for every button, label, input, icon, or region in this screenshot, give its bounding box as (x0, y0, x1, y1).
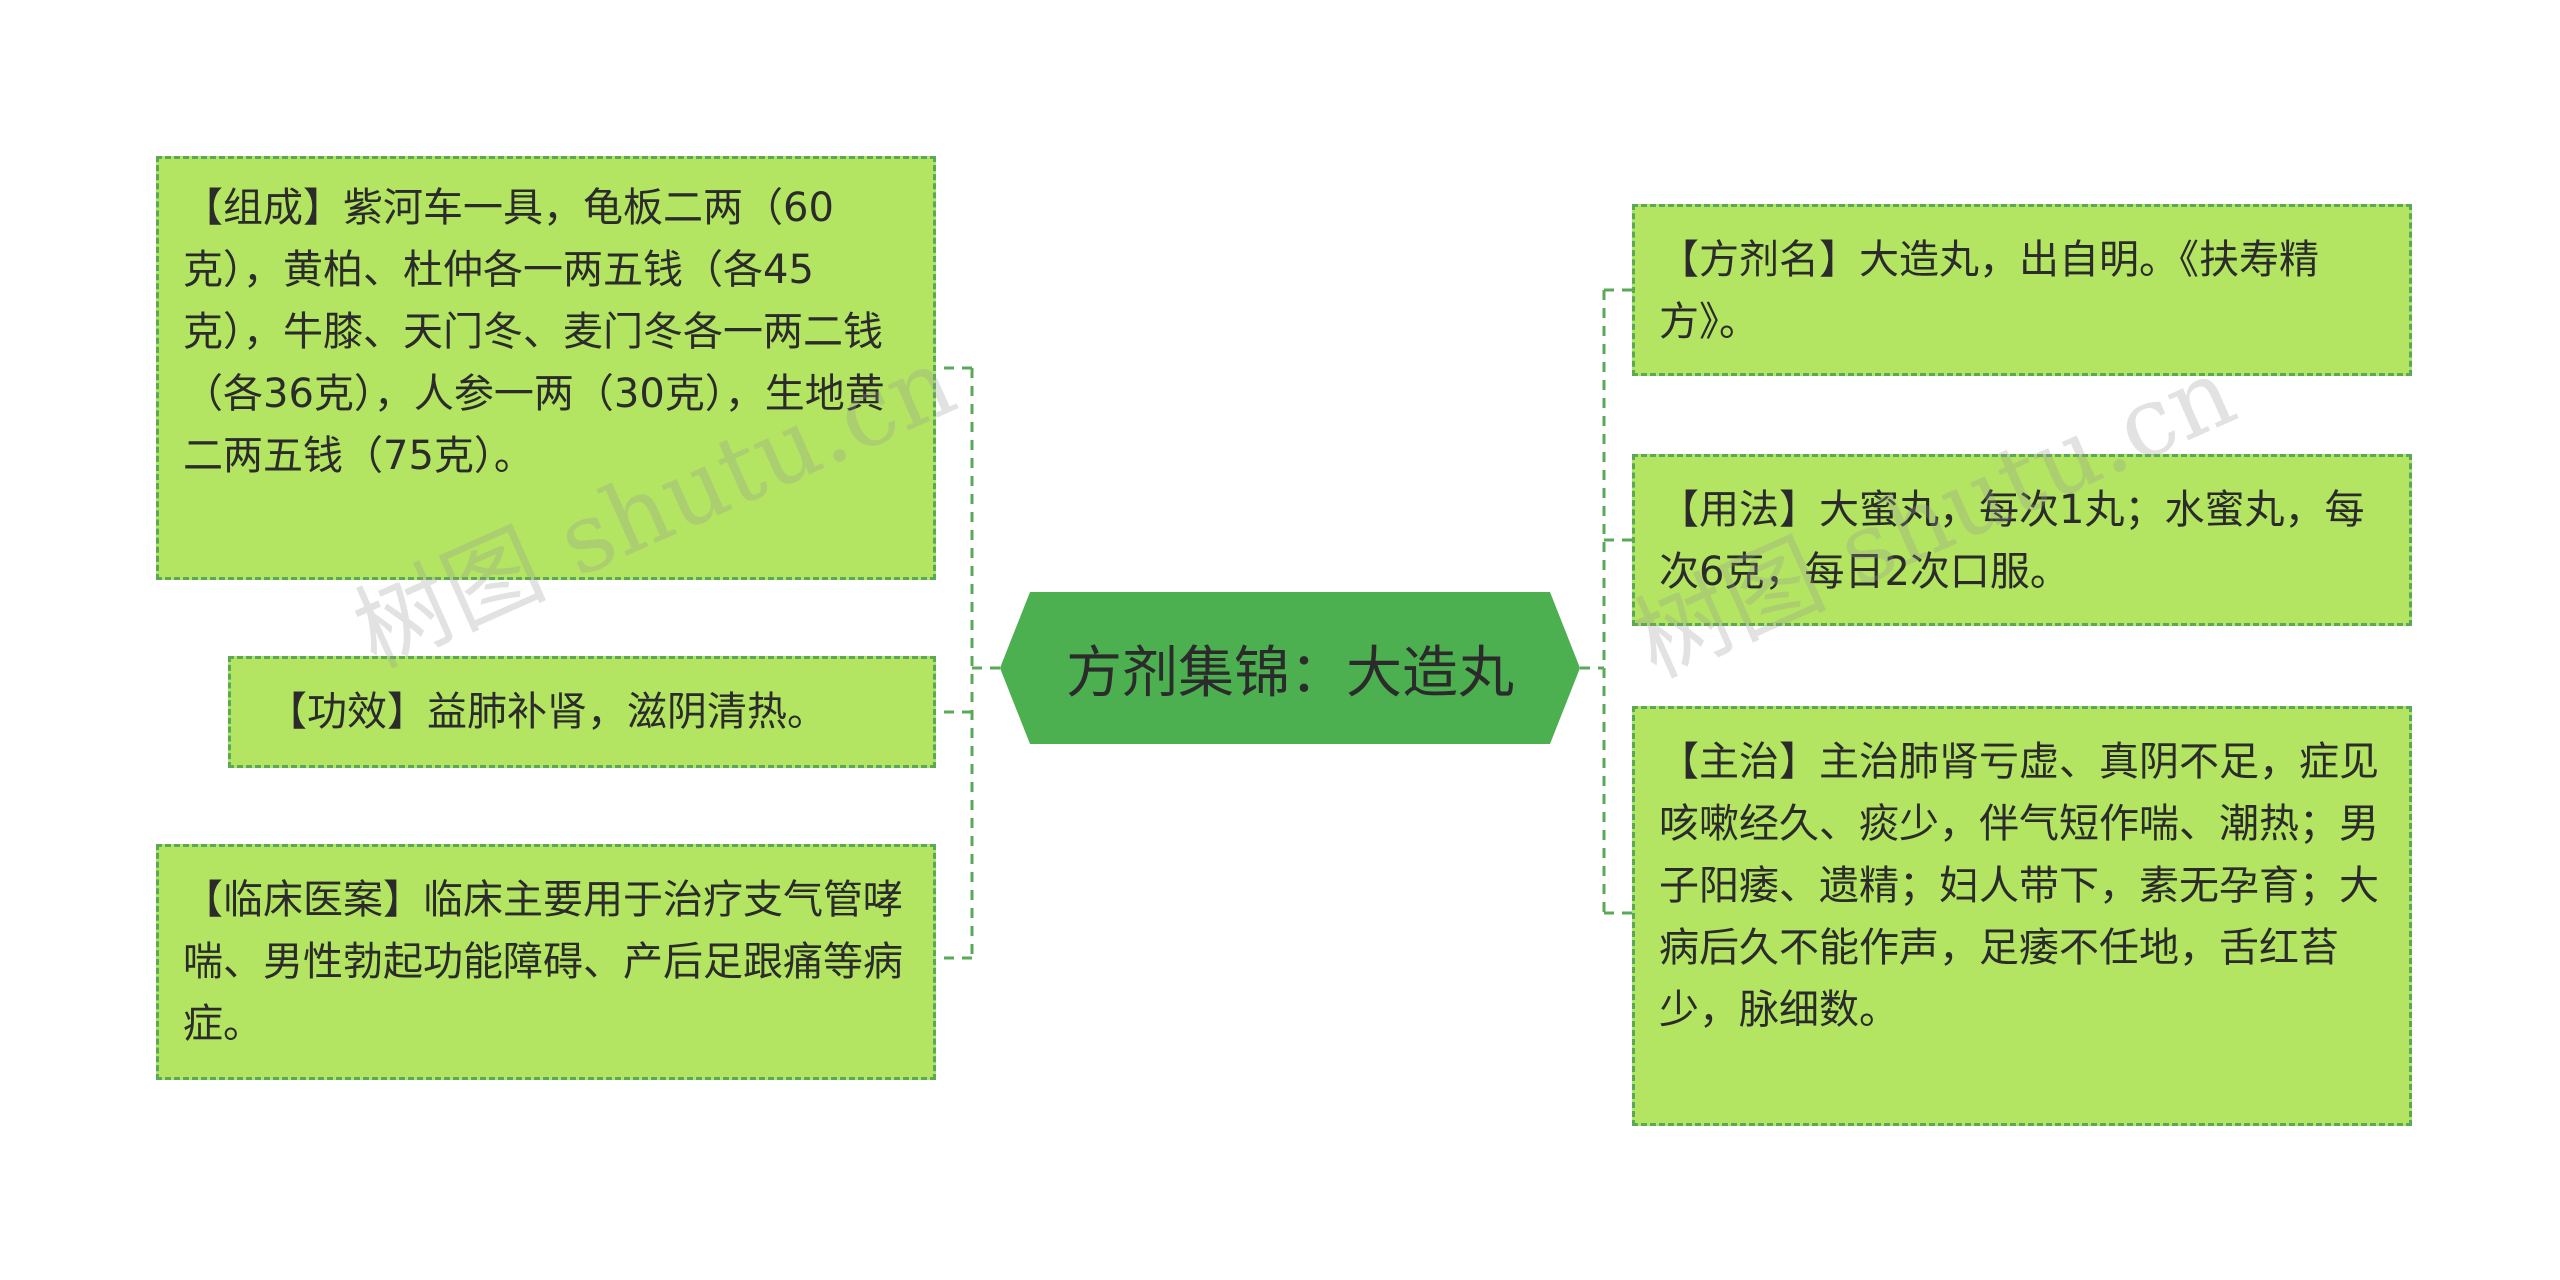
node-indications[interactable]: 【主治】主治肺肾亏虚、真阴不足，症见咳嗽经久、痰少，伴气短作喘、潮热；男子阳痿、… (1632, 706, 2412, 1126)
node-prescription-name[interactable]: 【方剂名】大造丸，出自明。《扶寿精方》。 (1632, 204, 2412, 376)
center-topic[interactable]: 方剂集锦：大造丸 (1000, 592, 1580, 744)
node-clinical[interactable]: 【临床医案】临床主要用于治疗支气管哮喘、男性勃起功能障碍、产后足跟痛等病症。 (156, 844, 936, 1080)
center-topic-label: 方剂集锦：大造丸 (1066, 640, 1514, 706)
node-efficacy[interactable]: 【功效】益肺补肾，滋阴清热。 (228, 656, 936, 768)
node-usage[interactable]: 【用法】大蜜丸，每次1丸；水蜜丸，每次6克，每日2次口服。 (1632, 454, 2412, 626)
node-composition[interactable]: 【组成】紫河车一具，龟板二两（60克），黄柏、杜仲各一两五钱（各45克），牛膝、… (156, 156, 936, 580)
